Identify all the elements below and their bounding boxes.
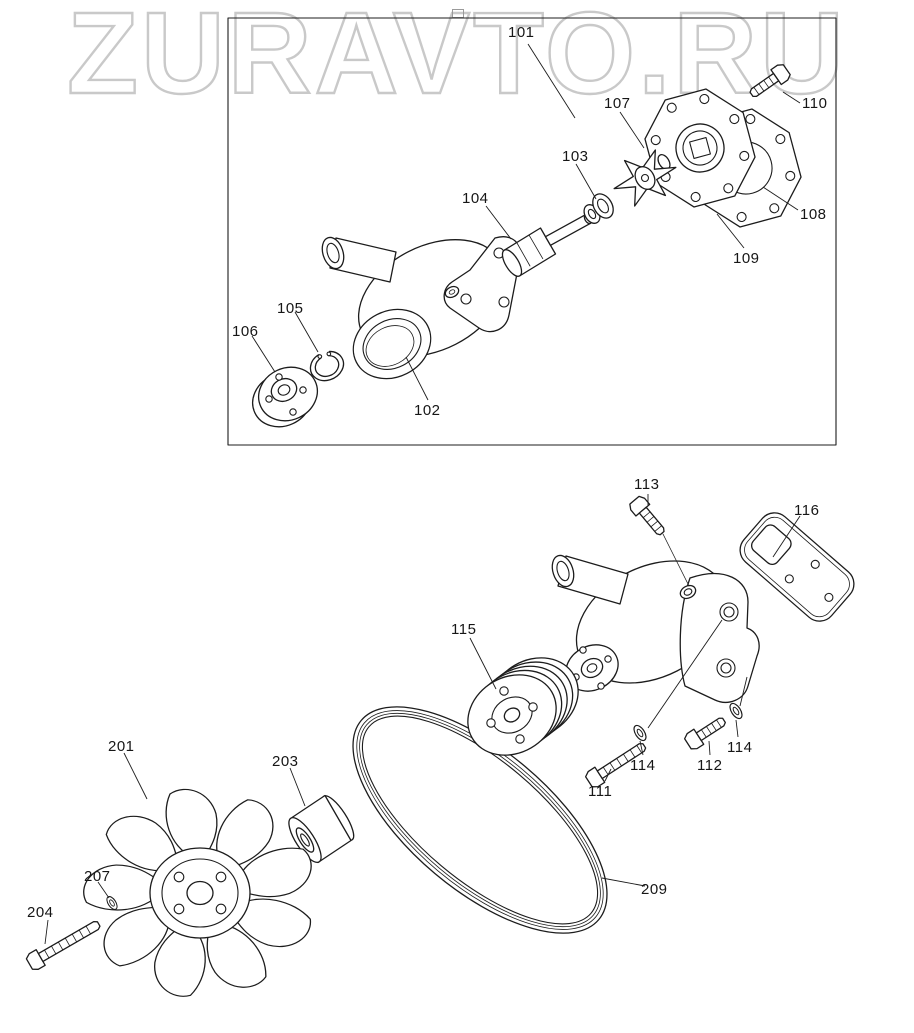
part-label-107: 107 [604,95,631,112]
part-flange-106 [252,366,318,428]
part-label-115: 115 [451,621,477,638]
part-fan-201 [83,788,312,997]
part-spacer-203 [288,794,355,864]
part-label-207: 207 [84,868,111,885]
part-label-113: 113 [634,476,660,493]
part-label-106: 106 [232,323,259,340]
part-label-105: 105 [277,300,304,317]
part-bolt-112 [682,712,730,753]
part-label-102: 102 [414,402,441,419]
part-cover-108 [644,88,756,208]
part-label-111: 111 [588,783,613,800]
mounting-lines [647,619,748,729]
part-housing-102 [321,236,522,380]
part-label-108: 108 [800,206,827,223]
part-bolt-113 [626,493,690,587]
part-washer-114-a [630,722,650,744]
part-label-103: 103 [562,148,589,165]
part-pulley-115 [467,657,579,756]
leader-lines-upper [251,43,801,401]
part-pump-body-assembly [551,554,760,703]
part-label-201: 201 [108,738,135,755]
part-snap-ring-105 [309,350,345,382]
leader-lines-lower [44,494,801,945]
fan-blades [83,788,312,997]
part-label-116: 116 [794,502,820,519]
part-label-209: 209 [641,881,668,898]
part-label-101: 101 [508,24,535,41]
part-bolt-204 [24,915,104,973]
part-label-112: 112 [697,757,723,774]
part-shaft-104 [501,213,593,277]
part-seal-103 [583,193,614,224]
part-label-104: 104 [462,190,489,207]
part-impeller-107 [613,149,677,207]
part-washer-114-b [726,700,746,722]
part-label-109: 109 [733,250,760,267]
part-bolt-110 [745,61,793,103]
part-plate-116 [739,512,855,622]
part-label-204: 204 [27,904,54,921]
part-belt-209 [352,706,608,934]
part-label-203: 203 [272,753,299,770]
part-label-114-a: 114 [630,757,656,774]
top-figure-border [227,17,837,446]
part-label-110: 110 [802,95,828,112]
part-label-114-b: 114 [727,739,753,756]
